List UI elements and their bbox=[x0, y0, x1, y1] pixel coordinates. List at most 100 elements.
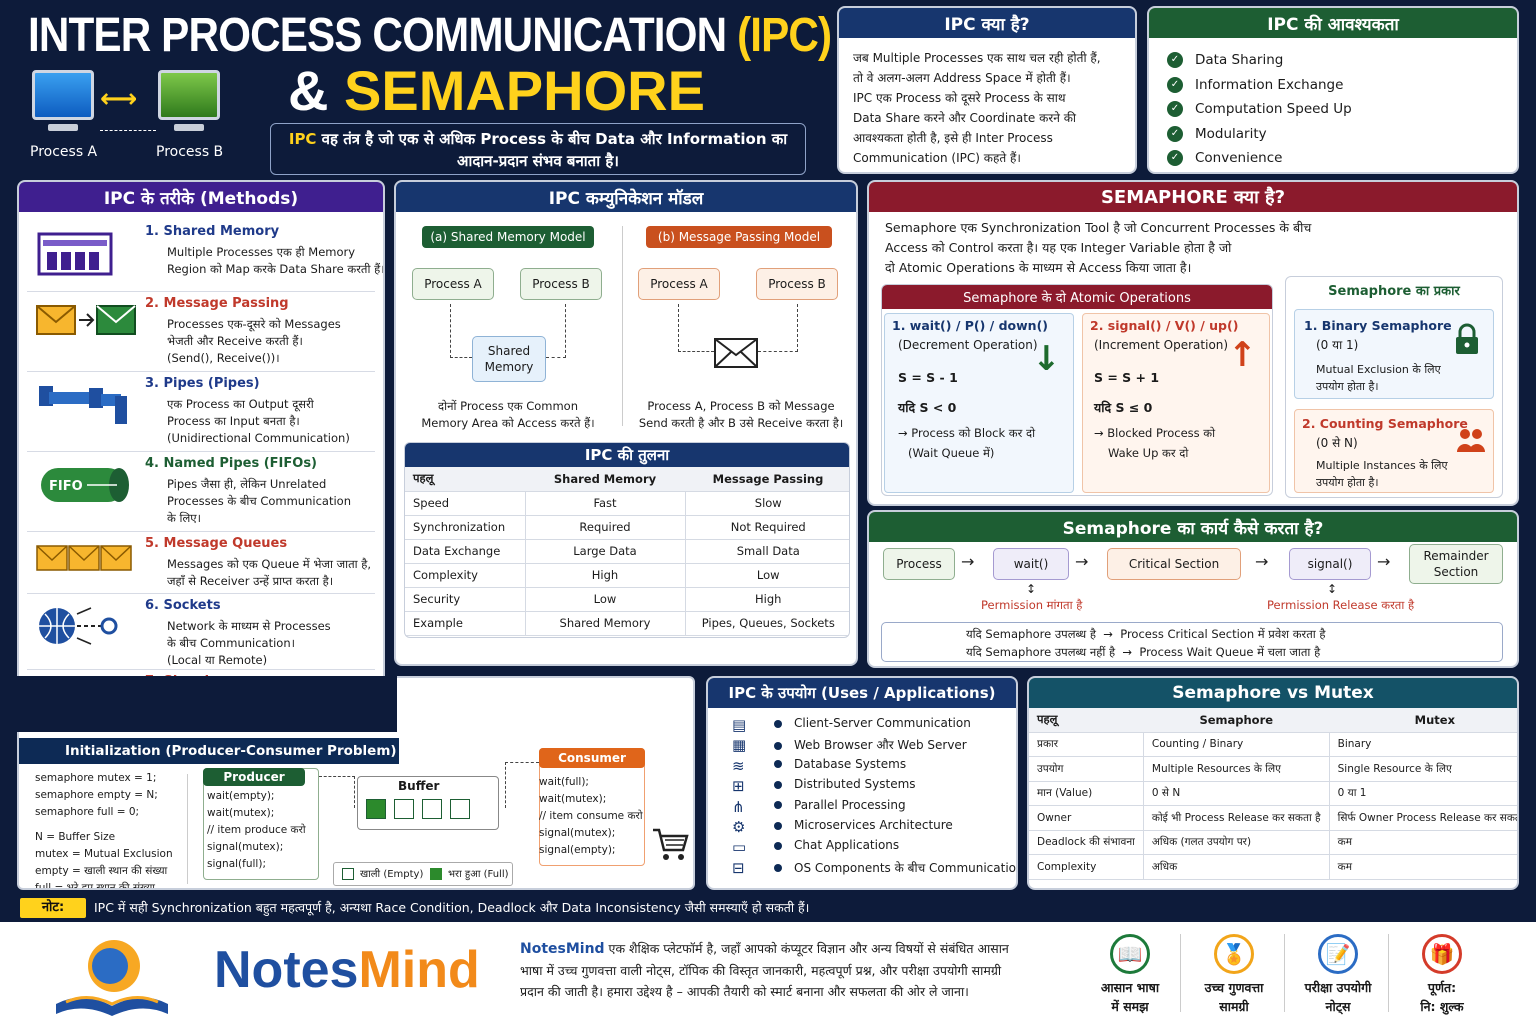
table-cell: Shared Memory bbox=[524, 611, 685, 636]
signal-op-title: 2. signal() / V() / up() bbox=[1090, 318, 1239, 333]
sm-process-b: Process B bbox=[520, 268, 602, 300]
table-cell: कोई भी Process Release कर सकता है bbox=[1142, 805, 1330, 831]
code-line: signal(empty); bbox=[539, 844, 616, 856]
table-cell: कम bbox=[1328, 830, 1517, 855]
table-cell: Large Data bbox=[524, 539, 685, 564]
consumer-code: wait(full);wait(mutex);// item consume क… bbox=[539, 774, 643, 859]
table-cell: Counting / Binary bbox=[1142, 732, 1330, 757]
need-item: ✓Convenience bbox=[1167, 146, 1517, 171]
check-icon: ✓ bbox=[1167, 76, 1183, 93]
code-line: semaphore mutex = 1; bbox=[35, 772, 157, 784]
footer-feature: 📖आसान भाषामें समझ bbox=[1080, 934, 1180, 1016]
table-cell: 0 या 1 bbox=[1328, 781, 1517, 806]
semaphore-panel: SEMAPHORE क्या है? Semaphore एक Synchron… bbox=[867, 180, 1519, 506]
footer-feature: 📝परीक्षा उपयोगीनोट्स bbox=[1288, 934, 1388, 1016]
code-line: full = भरे हुए स्थान की संख्या bbox=[35, 882, 156, 890]
method-desc: Messages को एक Queue में भेजा जाता है, bbox=[167, 557, 372, 571]
mp-caption-2: Send करती है और B उसे Receive करता है। bbox=[638, 416, 844, 430]
code-line: signal(full); bbox=[207, 858, 266, 870]
what-is-ipc-text: जब Multiple Processes एक साथ चल रही होती… bbox=[839, 38, 1135, 168]
envelope-icon bbox=[714, 338, 758, 368]
brand-name: NotesMind bbox=[214, 941, 480, 999]
shared-memory-box: Shared Memory bbox=[472, 336, 546, 382]
award-icon: 🏅 bbox=[1214, 934, 1254, 974]
counting-sem-d1: Multiple Instances के लिए bbox=[1316, 459, 1448, 472]
binary-sem-title: 1. Binary Semaphore bbox=[1304, 318, 1452, 333]
need-title: IPC की आवश्यकता bbox=[1149, 8, 1517, 38]
check-icon: ✓ bbox=[1167, 101, 1183, 117]
works-title: Semaphore का कार्य कैसे करता है? bbox=[869, 512, 1517, 542]
message-passing-icon bbox=[35, 302, 139, 342]
rule-2: यदि Semaphore उपलब्ध नहीं है → Process W… bbox=[966, 645, 1321, 659]
what-ipc-line: Communication (IPC) कहते हैं। bbox=[853, 151, 1021, 165]
code-line: semaphore empty = N; bbox=[35, 789, 158, 801]
use-item: Client-Server Communication bbox=[774, 716, 971, 730]
legend-full: भरा हुआ (Full) bbox=[448, 869, 509, 880]
table-cell: Speed bbox=[405, 491, 525, 516]
sub-title: & SEMAPHORE bbox=[288, 59, 705, 122]
table-cell: Low bbox=[524, 587, 685, 612]
notesmind-logo-icon bbox=[56, 940, 168, 1016]
method-desc: (Unidirectional Communication) bbox=[167, 431, 350, 445]
database-icon: ≋ bbox=[732, 756, 745, 775]
distributed-icon: ⊞ bbox=[732, 777, 745, 796]
code-line: // item consume करो bbox=[539, 810, 643, 822]
method-title: 2. Message Passing bbox=[145, 296, 289, 311]
use-item: Parallel Processing bbox=[774, 798, 906, 812]
gear-icon: ⚙ bbox=[732, 818, 746, 836]
table-cell: Pipes, Queues, Sockets bbox=[684, 611, 849, 636]
sockets-icon bbox=[35, 604, 135, 652]
wait-op-action: → Process को Block कर दो bbox=[898, 426, 1036, 440]
shared-memory-icon bbox=[35, 230, 115, 282]
footer-desc-line: भाषा में उच्च गुणवत्ता वाली नोट्स, टॉपिक… bbox=[520, 963, 1002, 978]
check-icon: ✓ bbox=[1167, 52, 1183, 68]
footer-description: NotesMind एक शैक्षिक प्लेटफॉर्म है, जहाँ… bbox=[520, 938, 1009, 1002]
methods-title: IPC के तरीके (Methods) bbox=[19, 182, 383, 212]
method-desc: (Local या Remote) bbox=[167, 653, 268, 667]
sm-process-a: Process A bbox=[412, 268, 494, 300]
method-desc: भेजती और Receive करती हैं। bbox=[167, 334, 303, 348]
pipes-icon bbox=[35, 382, 135, 430]
method-desc: के लिए। bbox=[167, 511, 201, 525]
table-header: पहलू bbox=[1029, 708, 1144, 733]
perm-request: Permission मांगता है bbox=[981, 598, 1083, 612]
use-item: Microservices Architecture bbox=[774, 818, 953, 832]
main-title: INTER PROCESS COMMUNICATION (IPC) bbox=[28, 9, 832, 62]
method-title: 6. Sockets bbox=[145, 598, 221, 613]
table-cell: Deadlock की संभावना bbox=[1029, 830, 1144, 855]
table-cell: Complexity bbox=[1029, 854, 1144, 880]
server-icon: ▤ bbox=[732, 716, 747, 734]
semaphore-title: SEMAPHORE क्या है? bbox=[869, 182, 1517, 212]
method-desc: Process का Input बनता है। bbox=[167, 414, 300, 428]
sm-caption-2: Memory Area को Access करते हैं। bbox=[421, 416, 595, 430]
signal-op-action: → Blocked Process को bbox=[1094, 426, 1216, 440]
semaphore-line: Access को Control करता है। यह एक Integer… bbox=[885, 240, 1232, 255]
table-cell: मान (Value) bbox=[1029, 781, 1144, 806]
table-cell: प्रकार bbox=[1029, 732, 1144, 757]
process-b-label: Process B bbox=[156, 144, 224, 160]
wait-op-sub: (Decrement Operation) bbox=[898, 338, 1038, 352]
semaphore-line: Semaphore एक Synchronization Tool है जो … bbox=[885, 220, 1312, 235]
double-arrow-icon: ⟷ bbox=[100, 84, 138, 114]
counting-sem-d2: उपयोग होता है। bbox=[1316, 476, 1379, 489]
table-cell: Slow bbox=[684, 491, 849, 516]
need-panel: IPC की आवश्यकता ✓Data Sharing✓Informatio… bbox=[1147, 6, 1519, 174]
code-line: // item produce करो bbox=[207, 824, 306, 836]
footer-feature: 🎁पूर्णत:नि: शुल्क bbox=[1392, 934, 1492, 1016]
footer: NotesMind NotesMind एक शैक्षिक प्लेटफॉर्… bbox=[0, 922, 1536, 1024]
table-cell: High bbox=[684, 587, 849, 612]
what-ipc-line: Data Share करने और Coordinate करने की bbox=[853, 111, 1077, 125]
chat-icon: ▭ bbox=[732, 838, 747, 857]
browser-icon: ▦ bbox=[732, 736, 747, 755]
method-desc: जहाँ से Receiver उन्हें प्राप्त करता है। bbox=[167, 574, 334, 588]
code-line: wait(empty); bbox=[207, 790, 275, 802]
